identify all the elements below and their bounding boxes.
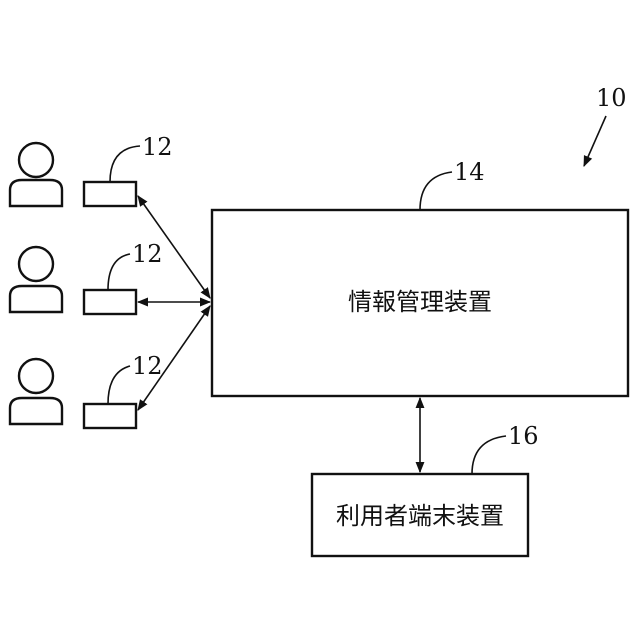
user-terminal-ref-label: 16 — [508, 422, 539, 450]
terminal-ref-leader — [110, 146, 140, 182]
terminal-ref-leader — [108, 366, 130, 404]
user-icon — [10, 143, 62, 206]
user-terminal-device-label: 利用者端末装置 — [336, 502, 504, 530]
figure-ref-label: 10 — [596, 84, 627, 112]
user-terminal-ref-leader — [472, 436, 506, 474]
figure-ref-arrow — [584, 116, 606, 166]
info-device-ref-leader — [420, 172, 452, 210]
user-icon — [10, 359, 62, 424]
terminal-device — [84, 290, 136, 314]
terminal-device — [84, 404, 136, 428]
terminal-ref-label: 12 — [132, 352, 163, 380]
terminal-ref-label: 12 — [142, 133, 173, 161]
terminal-device — [84, 182, 136, 206]
terminal-ref-label: 12 — [132, 240, 163, 268]
info-management-device-label: 情報管理装置 — [348, 288, 492, 316]
info-device-ref-label: 14 — [454, 158, 485, 186]
terminal-ref-leader — [108, 254, 130, 290]
user-icon — [10, 247, 62, 312]
